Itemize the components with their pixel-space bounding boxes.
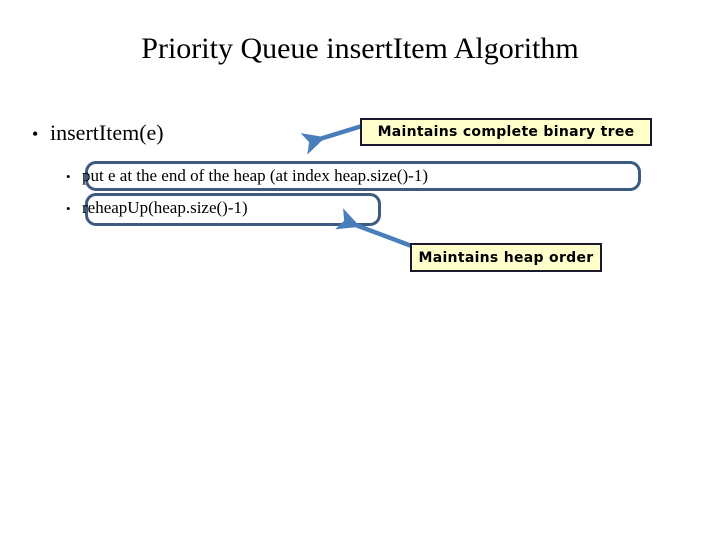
page-title: Priority Queue insertItem Algorithm [141,32,579,65]
bullet-put-e-label: put e at the end of the heap (at index h… [82,166,428,185]
bullet-insert-item: • insertItem(e) [32,119,164,148]
bullet-marker-icon: • [32,124,39,144]
callout-maintains-complete-binary-tree: Maintains complete binary tree [360,118,652,146]
bullet-reheap-up: • reheapUp(heap.size()-1) [66,197,248,220]
highlight-rect-put-e [85,161,641,191]
callout-maintains-heap-order: Maintains heap order [410,243,602,272]
bullet-marker-icon: • [66,201,71,216]
bullet-reheap-up-label: reheapUp(heap.size()-1) [82,198,248,217]
bullet-insert-item-label: insertItem(e) [50,120,164,145]
highlight-rect-reheap-up [85,193,381,226]
bullet-marker-icon: • [66,169,71,184]
bullet-put-e: • put e at the end of the heap (at index… [66,165,428,188]
